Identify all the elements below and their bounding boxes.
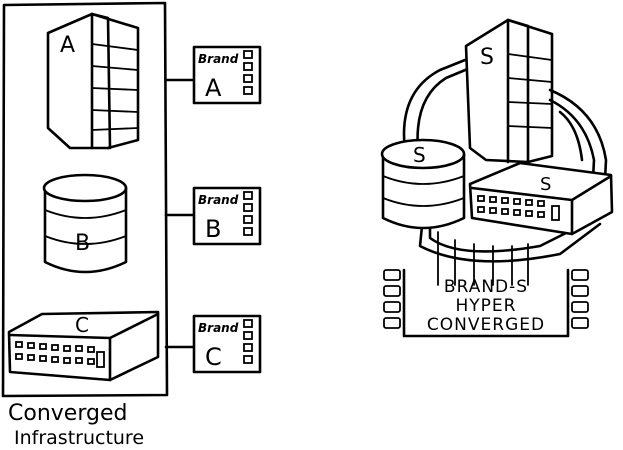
server-tower-s: S xyxy=(464,18,554,164)
brand-panel-b: Brand B xyxy=(192,186,262,246)
network-switch-c: C xyxy=(7,310,160,382)
converged-enclosure xyxy=(1,1,169,398)
server-label-a: A xyxy=(60,33,75,58)
brand-panel-a: Brand A xyxy=(192,45,262,105)
hyperconverged-caption-line1: BRAND-S xyxy=(444,277,528,297)
brand-panel-a-letter: A xyxy=(205,74,222,102)
storage-label-b: B xyxy=(75,231,90,256)
storage-cylinder-s: S xyxy=(380,138,466,230)
converged-caption-line2: Infrastructure xyxy=(14,427,144,449)
brand-panel-a-brand: Brand xyxy=(198,52,239,66)
server-label-s: S xyxy=(480,45,494,70)
brand-panel-c-letter: C xyxy=(205,343,222,371)
converged-infrastructure-group: A B C xyxy=(1,1,262,449)
hyperconverged-caption-line2: HYPER xyxy=(456,296,517,316)
brand-panel-c: Brand C xyxy=(192,314,262,374)
hyperconverged-group: S S S xyxy=(380,18,614,338)
network-switch-s: S xyxy=(468,161,614,236)
network-label-s: S xyxy=(540,174,551,195)
interconnect-loops xyxy=(402,56,608,286)
converged-caption-line1: Converged xyxy=(8,401,127,426)
hyperconverged-enclosure: BRAND-S HYPER CONVERGED xyxy=(383,268,589,338)
brand-panel-b-brand: Brand xyxy=(198,193,239,207)
server-tower-a: A xyxy=(46,12,140,150)
storage-label-s: S xyxy=(413,143,426,167)
network-label-c: C xyxy=(75,313,89,337)
storage-cylinder-b: B xyxy=(42,173,128,274)
brand-panel-c-brand: Brand xyxy=(198,321,239,335)
hyperconverged-caption-line3: CONVERGED xyxy=(427,315,545,335)
brand-panel-b-letter: B xyxy=(205,215,221,243)
